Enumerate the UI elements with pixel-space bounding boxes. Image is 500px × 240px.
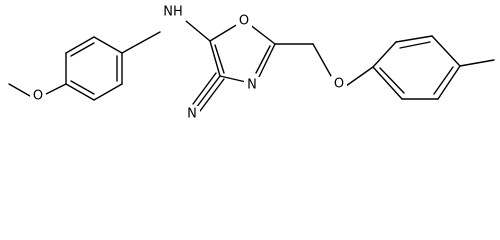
nitrile-group [192, 72, 225, 112]
methoxyphenyl-ring [65, 36, 123, 101]
amine-linker [121, 20, 211, 54]
oxazole-nitrogen-label: N [247, 78, 257, 93]
oxazole-ring [209, 23, 276, 83]
ether-oxygen-label: O [334, 77, 344, 92]
chemical-structure-drawing: NH O O N N O [8, 3, 495, 122]
methyl-group [459, 59, 495, 67]
amine-nh-label: NH [163, 5, 183, 20]
nitrile-nitrogen-label: N [187, 107, 197, 122]
methoxy-oxygen-label: O [33, 89, 43, 104]
methylphenyl-ring [372, 35, 461, 100]
oxazole-oxygen-label: O [239, 14, 249, 29]
methoxy-group [8, 83, 67, 97]
methylene-ether-linker [274, 43, 374, 87]
